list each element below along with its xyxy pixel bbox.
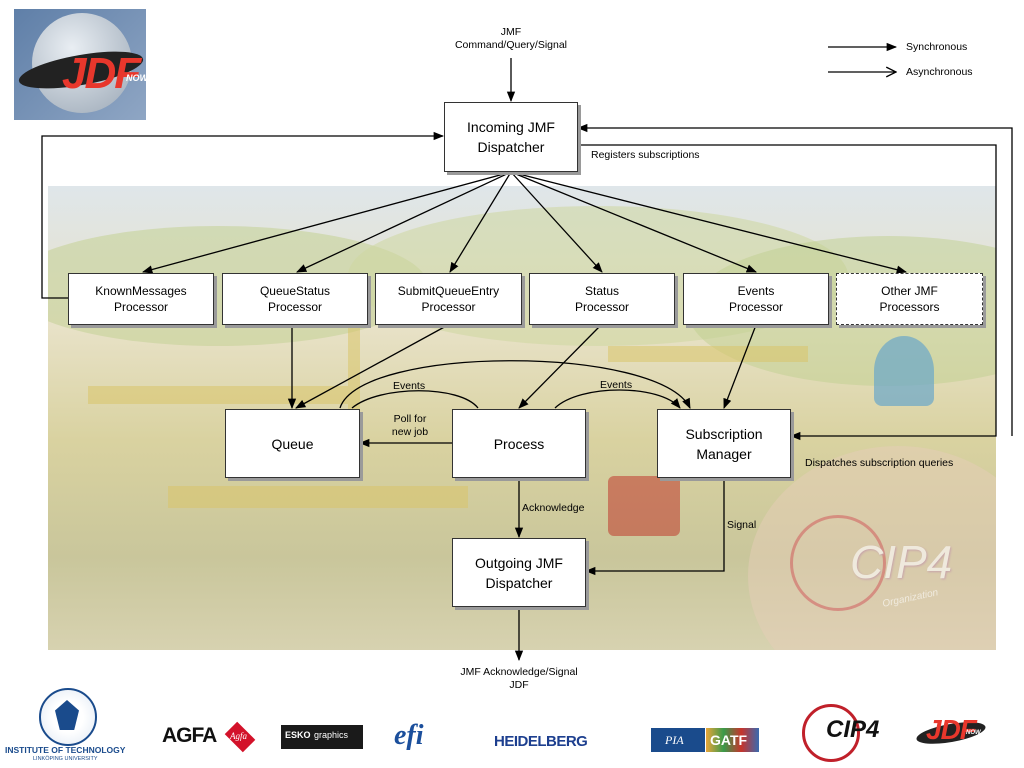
- node-incoming-dispatcher-label: Incoming JMF Dispatcher: [467, 119, 555, 155]
- edge-signal: [584, 478, 725, 576]
- node-subscription-label: Subscription Manager: [685, 425, 763, 462]
- cip4-text: CIP4: [826, 716, 880, 743]
- node-outgoing-label: Outgoing JMF Dispatcher: [475, 554, 563, 591]
- node-incoming-dispatcher: Incoming JMF Dispatcher: [444, 102, 578, 172]
- liu-line1: INSTITUTE OF TECHNOLOGY: [5, 745, 126, 755]
- label-signal: Signal: [727, 519, 757, 531]
- input-label: JMF Command/Query/Signal: [454, 26, 568, 51]
- jdf-bottom-text: JDF: [926, 714, 977, 745]
- jdf-logo-text: JDF: [62, 49, 141, 98]
- node-queue: Queue: [225, 409, 360, 478]
- agfa-text: AGFA: [162, 724, 217, 747]
- node-subscription-manager: Subscription Manager: [657, 409, 791, 478]
- edge-dispatch-known: [141, 171, 512, 274]
- node-status-processor: Status Processor: [529, 273, 675, 325]
- gatf-text: GATF: [710, 732, 748, 748]
- edge-events-queue-left: [351, 390, 479, 409]
- edge-dispatch-events: [510, 171, 757, 273]
- liu-seal-icon: [39, 688, 97, 746]
- cip4-logo: CIP4: [798, 700, 896, 762]
- edge-events-process-sub: [554, 389, 681, 409]
- edge-dispatch-submit: [449, 171, 512, 273]
- legend-asynchronous: Asynchronous: [906, 66, 973, 78]
- cip4-watermark-sub: Organization: [881, 587, 940, 610]
- label-events-right: Events: [600, 379, 633, 391]
- liu-logo: INSTITUTE OF TECHNOLOGY LINKÖPING UNIVER…: [5, 688, 126, 766]
- edge-dispatch-status: [510, 171, 603, 273]
- node-knownmessages-label: KnownMessages Processor: [95, 284, 187, 314]
- edge-dispatches-queries: [576, 123, 1013, 436]
- node-process: Process: [452, 409, 586, 478]
- jdf-bottom-now: NOW: [966, 730, 981, 736]
- heidelberg-logo: HEIDELBERG: [494, 733, 588, 750]
- agfa-logo: AGFA Agfa: [160, 721, 260, 753]
- node-submitqueueentry-processor: SubmitQueueEntry Processor: [375, 273, 522, 325]
- cip4-watermark: CIP4 Organization: [790, 505, 990, 625]
- efi-logo: efi: [394, 720, 424, 751]
- edge-events-queue-sub: [339, 360, 691, 409]
- label-acknowledge: Acknowledge: [522, 502, 585, 514]
- edge-status-process: [518, 324, 602, 409]
- node-other-label: Other JMF Processors: [879, 284, 940, 314]
- jdf-now-logo-bottom: JDF NOW: [914, 710, 988, 754]
- node-queue-label: Queue: [271, 435, 314, 452]
- label-output: JMF Acknowledge/Signal JDF: [460, 666, 578, 691]
- jdf-logo-now: NOW: [126, 73, 148, 83]
- edge-dispatch-other: [510, 171, 908, 274]
- esko-graphics-text: graphics: [314, 730, 349, 740]
- node-process-label: Process: [493, 435, 545, 452]
- edge-dispatch-queuestatus: [296, 171, 512, 273]
- label-registers-subscriptions: Registers subscriptions: [591, 149, 700, 161]
- node-status-label: Status Processor: [574, 284, 630, 314]
- node-queuestatus-label: QueueStatus Processor: [259, 284, 331, 314]
- esko-logo: ESKO graphics: [281, 725, 363, 749]
- node-events-label: Events Processor: [728, 284, 784, 314]
- agfa-badge-text: Agfa: [230, 731, 247, 741]
- node-knownmessages-processor: KnownMessages Processor: [68, 273, 214, 325]
- legend-synchronous: Synchronous: [906, 41, 968, 53]
- pia-text: PIA: [665, 733, 684, 747]
- node-outgoing-dispatcher: Outgoing JMF Dispatcher: [452, 538, 586, 607]
- node-other-processors: Other JMF Processors: [836, 273, 983, 325]
- cip4-watermark-text: CIP4: [850, 536, 953, 588]
- node-submitqueueentry-label: SubmitQueueEntry Processor: [397, 284, 500, 314]
- liu-line2: LINKÖPING UNIVERSITY: [33, 756, 98, 762]
- label-poll: Poll for new job: [391, 413, 429, 438]
- jdf-now-logo-top: JDF NOW: [14, 9, 148, 120]
- node-queuestatus-processor: QueueStatus Processor: [222, 273, 368, 325]
- esko-text: ESKO: [285, 730, 311, 740]
- edge-submit-queue: [295, 324, 449, 409]
- edge-events-subscription: [723, 324, 757, 409]
- label-events-left: Events: [393, 380, 426, 392]
- pia-gatf-logo: PIA GATF: [651, 728, 759, 752]
- edge-registers-subscriptions: [577, 144, 997, 441]
- background-illustration: [48, 186, 996, 650]
- edge-known-return: [41, 131, 445, 299]
- label-dispatches-queries: Dispatches subscription queries: [805, 457, 954, 469]
- node-events-processor: Events Processor: [683, 273, 829, 325]
